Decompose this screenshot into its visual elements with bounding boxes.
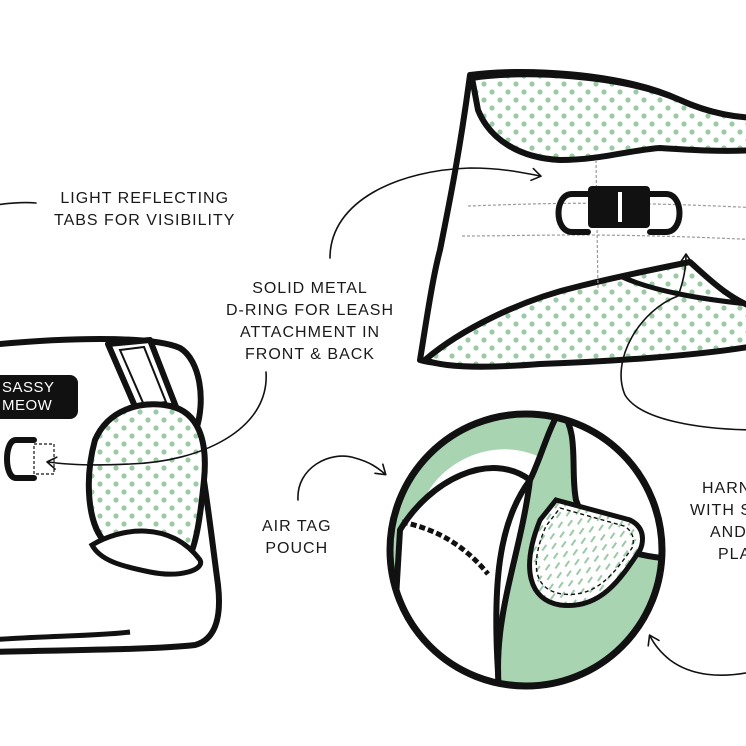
top-right-d-ring-icon: [647, 191, 683, 235]
harness-bottom-arrow: [647, 634, 746, 676]
dring-side-arrow: [46, 371, 267, 470]
airtag-pouch: [527, 497, 645, 609]
pouch-detail-circle: [386, 410, 666, 690]
brand-logo-tag: SASSY MEOW: [0, 375, 78, 419]
top-left-d-ring-icon: [555, 191, 591, 235]
left-d-ring-icon: [4, 437, 37, 481]
d-ring-label: SOLID METAL D-RING FOR LEASH ATTACHMENT …: [226, 280, 395, 363]
air-tag-label: AIR TAG POUCH: [262, 518, 332, 557]
reflective-callout-line: [0, 201, 37, 206]
reflective-tabs-label: LIGHT REFLECTING TABS FOR VISIBILITY: [54, 190, 236, 229]
buckle-slot: [618, 192, 622, 222]
harness-back-arrow: [620, 253, 746, 431]
detail-circle-outline: [386, 410, 666, 690]
harness-features-label: HARN WITH S AND PLA: [690, 480, 746, 563]
reflective-tab-inner: [118, 345, 168, 407]
seam-stitching: [401, 519, 490, 576]
dring-front-arrow: [329, 167, 542, 259]
top-dotted-chest-panel: [422, 259, 746, 370]
callout-arrows: [0, 167, 746, 676]
airtag-arrow: [297, 455, 387, 501]
top-right-harness-illustration: [417, 68, 746, 370]
top-strap-stitch-lower: [461, 234, 746, 240]
left-strap-loop: [88, 528, 204, 577]
left-harness-inner-line: [0, 629, 131, 642]
left-dotted-strap: [85, 401, 208, 563]
top-dotted-collar: [469, 71, 746, 163]
